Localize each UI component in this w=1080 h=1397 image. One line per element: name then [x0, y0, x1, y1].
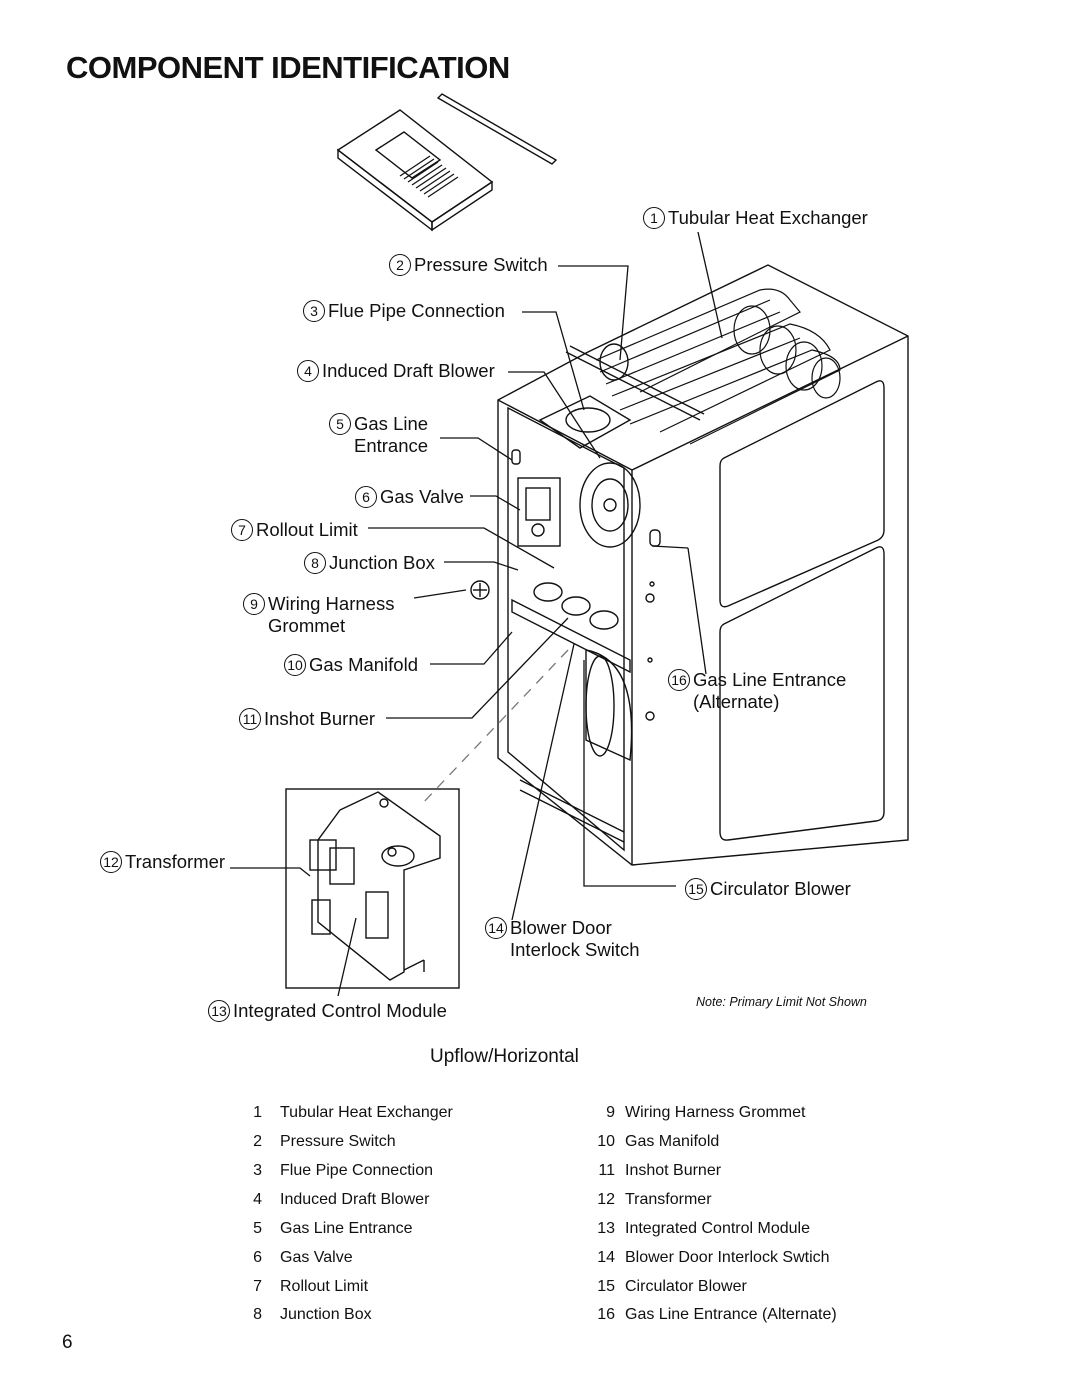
- legend-text: Inshot Burner: [625, 1162, 722, 1179]
- legend-number: 1: [253, 1104, 262, 1121]
- callout-label: Rollout Limit: [256, 519, 358, 540]
- callout-label: Wiring Harness: [268, 593, 395, 614]
- callout-label: Gas Manifold: [309, 654, 418, 675]
- legend-number: 16: [597, 1306, 615, 1323]
- callout-label: (Alternate): [693, 691, 780, 712]
- diagram-note: Note: Primary Limit Not Shown: [696, 995, 867, 1009]
- legend-text: Gas Valve: [280, 1249, 353, 1266]
- callout-number: 1: [643, 207, 665, 229]
- legend-text: Circulator Blower: [625, 1278, 747, 1295]
- callout-5: 5 Gas Line Entrance: [329, 413, 428, 457]
- legend-number: 12: [597, 1191, 615, 1208]
- callout-10: 10 Gas Manifold: [284, 654, 418, 676]
- callout-label: Blower Door: [510, 917, 612, 938]
- legend-number: 11: [598, 1162, 615, 1179]
- legend-number: 4: [253, 1191, 262, 1208]
- furnace-cabinet: [497, 264, 909, 866]
- grommet-icon: [470, 580, 490, 600]
- callout-7: 7 Rollout Limit: [231, 519, 358, 541]
- callout-label: Circulator Blower: [710, 878, 851, 899]
- callout-label: Entrance: [354, 435, 429, 456]
- legend-number: 9: [606, 1104, 615, 1121]
- callout-number: 5: [329, 413, 351, 435]
- callout-number: 7: [231, 519, 253, 541]
- seal-strip: [436, 93, 558, 165]
- callout-6: 6 Gas Valve: [355, 486, 464, 508]
- legend-text: Integrated Control Module: [625, 1220, 810, 1237]
- legend-number: 5: [253, 1220, 262, 1237]
- callout-label: Interlock Switch: [510, 939, 640, 960]
- legend-number: 10: [597, 1133, 615, 1150]
- callout-15: 15 Circulator Blower: [685, 878, 851, 900]
- callout-number: 14: [485, 917, 507, 939]
- callout-11: 11 Inshot Burner: [239, 708, 375, 730]
- callout-2: 2 Pressure Switch: [389, 254, 548, 276]
- legend-text: Induced Draft Blower: [280, 1191, 430, 1208]
- legend-text: Gas Line Entrance (Alternate): [625, 1306, 837, 1323]
- legend-number: 6: [253, 1249, 262, 1266]
- callout-1: 1 Tubular Heat Exchanger: [643, 207, 868, 229]
- legend-text: Rollout Limit: [280, 1278, 369, 1295]
- callout-number: 2: [389, 254, 411, 276]
- top-panel: [336, 109, 494, 232]
- callout-number: 16: [668, 669, 690, 691]
- callout-number: 6: [355, 486, 377, 508]
- legend-number: 15: [597, 1278, 615, 1295]
- callout-label: Integrated Control Module: [233, 1000, 447, 1021]
- legend-text: Junction Box: [280, 1306, 372, 1323]
- diagram-caption: Upflow/Horizontal: [430, 1046, 579, 1067]
- legend-number: 3: [253, 1162, 262, 1179]
- callout-number: 10: [284, 654, 306, 676]
- callout-16: 16 Gas Line Entrance (Alternate): [668, 669, 846, 713]
- callout-9: 9 Wiring Harness Grommet: [243, 593, 394, 637]
- callout-12: 12 Transformer: [100, 851, 225, 873]
- legend-text: Tubular Heat Exchanger: [280, 1104, 453, 1121]
- callout-13: 13 Integrated Control Module: [208, 1000, 447, 1022]
- callout-label: Grommet: [268, 615, 346, 636]
- legend-number: 14: [597, 1249, 615, 1266]
- callout-number: 9: [243, 593, 265, 615]
- page-number: 6: [62, 1332, 73, 1353]
- page-title: COMPONENT IDENTIFICATION: [66, 50, 510, 85]
- legend-number: 13: [597, 1220, 615, 1237]
- callout-label: Gas Line: [354, 413, 429, 434]
- callout-number: 15: [685, 878, 707, 900]
- callout-label: Inshot Burner: [264, 708, 376, 729]
- callout-8: 8 Junction Box: [304, 552, 435, 574]
- callout-number: 13: [208, 1000, 230, 1022]
- callout-number: 4: [297, 360, 319, 382]
- callout-number: 8: [304, 552, 326, 574]
- legend-text: Transformer: [625, 1191, 712, 1208]
- callout-number: 3: [303, 300, 325, 322]
- callout-4: 4 Induced Draft Blower: [297, 360, 495, 382]
- legend-number: 7: [253, 1278, 262, 1295]
- legend-text: Gas Line Entrance: [280, 1220, 413, 1237]
- control-module-inset: [285, 788, 460, 989]
- legend-text: Blower Door Interlock Swtich: [625, 1249, 830, 1266]
- callout-3: 3 Flue Pipe Connection: [303, 300, 505, 322]
- legend-text: Pressure Switch: [280, 1133, 396, 1150]
- callout-14: 14 Blower Door Interlock Switch: [485, 917, 640, 961]
- callout-number: 11: [239, 708, 261, 730]
- callout-number: 12: [100, 851, 122, 873]
- legend-text: Wiring Harness Grommet: [625, 1104, 806, 1121]
- callout-label: Tubular Heat Exchanger: [668, 207, 868, 228]
- callout-label: Induced Draft Blower: [322, 360, 495, 381]
- legend-text: Flue Pipe Connection: [280, 1162, 433, 1179]
- callout-label: Gas Line Entrance: [693, 669, 847, 690]
- callout-label: Gas Valve: [380, 486, 464, 507]
- leader-lines: [230, 231, 723, 997]
- callout-label: Flue Pipe Connection: [328, 300, 505, 321]
- legend-number: 8: [253, 1306, 262, 1323]
- callout-label: Pressure Switch: [414, 254, 548, 275]
- legend-text: Gas Manifold: [625, 1133, 720, 1150]
- callout-label: Junction Box: [329, 552, 435, 573]
- legend-number: 2: [253, 1133, 262, 1150]
- callout-label: Transformer: [125, 851, 226, 872]
